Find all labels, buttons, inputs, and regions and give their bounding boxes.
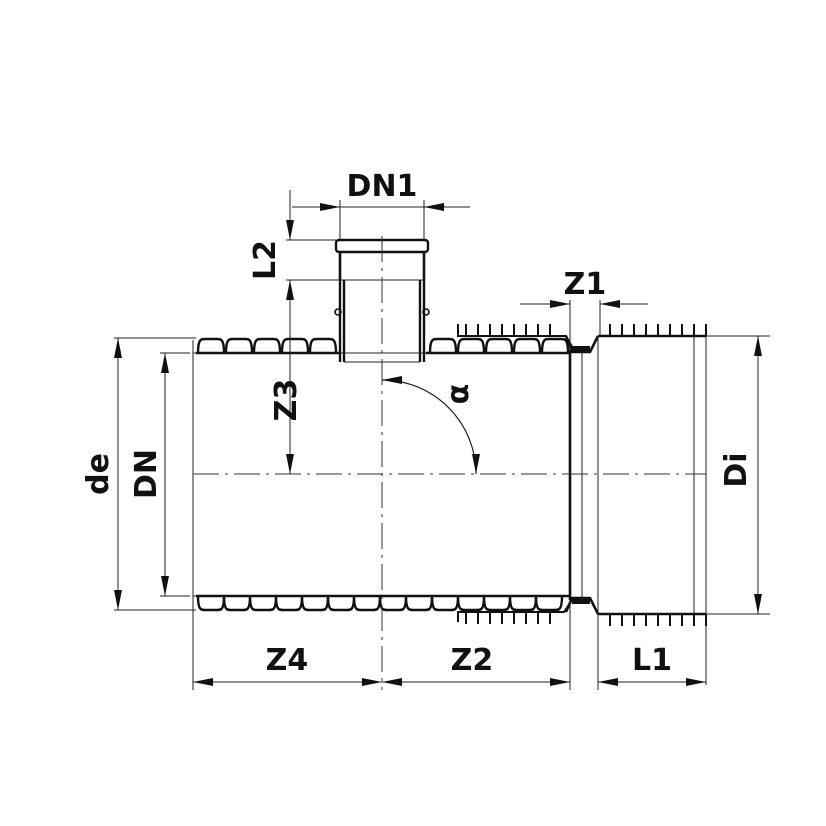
- svg-text:Z1: Z1: [564, 267, 607, 302]
- svg-text:Di: Di: [719, 452, 754, 487]
- corrugation-top-left: [196, 337, 340, 355]
- coupling-neck: [564, 335, 600, 615]
- svg-text:Z2: Z2: [451, 643, 494, 678]
- dim-z1: Z1: [520, 267, 648, 350]
- coupler-hatch-bottom: [457, 599, 573, 624]
- dim-l2: L2: [248, 190, 340, 330]
- dim-l1: L1: [597, 614, 706, 690]
- coupler-hatch-top: [457, 324, 575, 351]
- svg-text:L2: L2: [248, 240, 283, 280]
- dim-di: Di: [706, 335, 770, 615]
- dim-z2: Z2: [382, 600, 571, 690]
- svg-text:L1: L1: [632, 643, 672, 678]
- corrugation-bottom: [196, 594, 570, 612]
- socket: [598, 324, 707, 685]
- svg-text:DN: DN: [129, 449, 164, 499]
- dim-de: de: [81, 337, 196, 611]
- dim-dn1: DN1: [292, 169, 470, 240]
- svg-text:Z4: Z4: [266, 643, 309, 678]
- main-pipe: [192, 324, 707, 690]
- dim-z4: Z4: [193, 643, 382, 686]
- dim-z3: Z3: [269, 330, 304, 474]
- svg-text:α: α: [441, 384, 476, 405]
- svg-text:DN1: DN1: [347, 169, 418, 204]
- dim-alpha: α: [381, 376, 480, 475]
- corrugation-top-right: [426, 337, 570, 355]
- dim-dn: DN: [129, 352, 190, 597]
- svg-text:de: de: [81, 453, 116, 495]
- svg-text:Z3: Z3: [269, 379, 304, 422]
